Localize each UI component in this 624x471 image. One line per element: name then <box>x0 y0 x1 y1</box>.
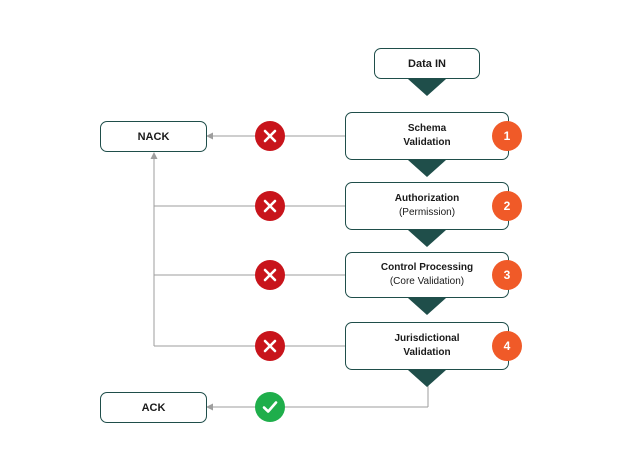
step-4-title: Jurisdictional <box>394 333 460 344</box>
nack-arrowhead <box>206 132 213 140</box>
flow-arrow-4 <box>408 370 446 387</box>
x-circle-icon <box>255 260 285 290</box>
step-4-box: Jurisdictional Validation <box>345 322 509 370</box>
check-circle-icon <box>255 392 285 422</box>
step-4-number-badge: 4 <box>492 331 522 361</box>
step-3-box: Control Processing (Core Validation) <box>345 252 509 298</box>
x-circle-icon <box>255 191 285 221</box>
step-3-number-badge: 3 <box>492 260 522 290</box>
step-4-number: 4 <box>503 339 511 353</box>
step-1-number-badge: 1 <box>492 121 522 151</box>
data-in-label: Data IN <box>408 57 446 70</box>
trunk-arrowhead <box>150 152 158 159</box>
step-3-number: 3 <box>503 268 511 282</box>
step-1-subtitle: Validation <box>403 137 451 148</box>
step-2-number: 2 <box>503 199 511 213</box>
step-2-title: Authorization <box>394 193 460 204</box>
x-circle-icon <box>255 121 285 151</box>
step-2-box: Authorization (Permission) <box>345 182 509 230</box>
x-circle-icon <box>255 331 285 361</box>
step-3-subtitle: (Core Validation) <box>389 276 465 287</box>
step-1-number: 1 <box>503 129 511 143</box>
flow-arrow-0 <box>408 79 446 96</box>
flow-arrow-3 <box>408 298 446 315</box>
ack-node: ACK <box>100 392 207 423</box>
ack-label: ACK <box>141 401 166 414</box>
step-2-number-badge: 2 <box>492 191 522 221</box>
data-in-node: Data IN <box>374 48 480 79</box>
nack-node: NACK <box>100 121 207 152</box>
nack-label: NACK <box>137 130 170 143</box>
flow-arrow-2 <box>408 230 446 247</box>
flow-arrow-1 <box>408 160 446 177</box>
step-4-subtitle: Validation <box>403 347 451 358</box>
step-1-title: Schema <box>407 123 447 134</box>
ack-arrowhead <box>206 403 213 411</box>
step-2-subtitle: (Permission) <box>398 207 456 218</box>
step-3-title: Control Processing <box>380 262 474 273</box>
step-1-box: Schema Validation <box>345 112 509 160</box>
